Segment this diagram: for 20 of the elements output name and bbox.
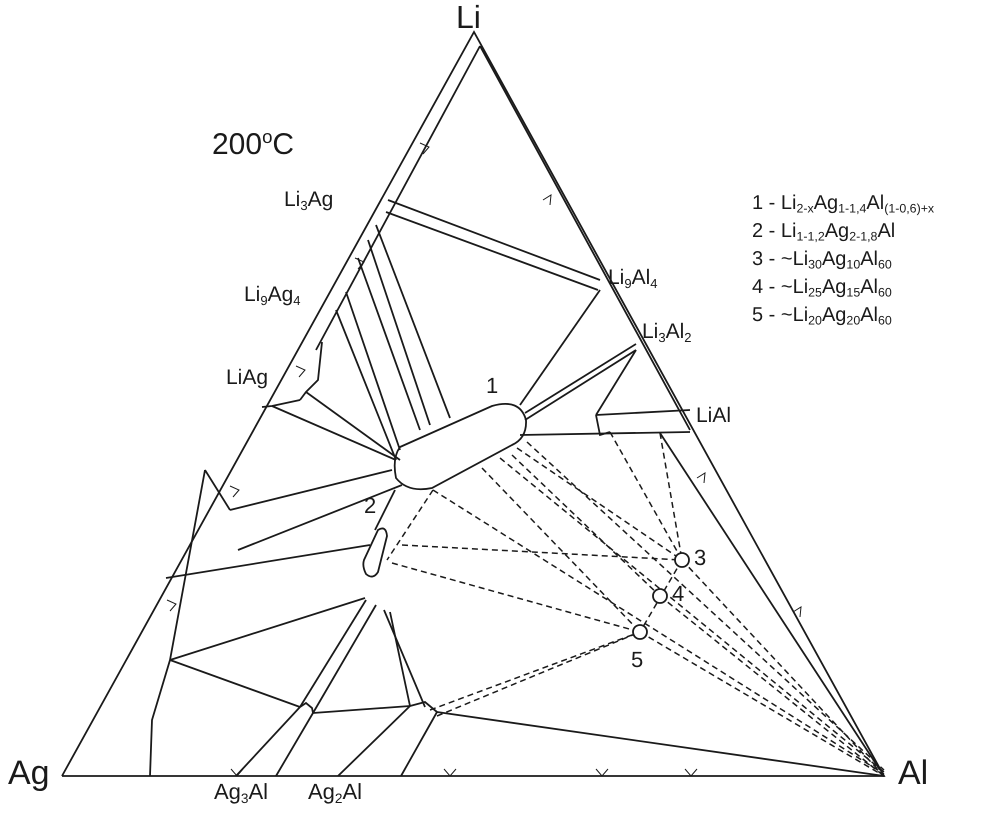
phase-label: Li$_{3}$Al$_{2}$ [642, 320, 692, 344]
phase-label: Al [898, 755, 928, 792]
temperature-label: 200$^{o}$C [212, 128, 294, 161]
phase-label: Ag$_{3}$Al [214, 780, 268, 804]
point-number: 4 [672, 582, 684, 606]
key-entry: 5 - ~Li$_{20}$Ag$_{20}$Al$_{60}$ [752, 304, 892, 326]
phase-label: Ag [8, 755, 50, 792]
phase-label: Ag$_{2}$Al [308, 780, 362, 804]
point-number: 1 [486, 374, 498, 398]
key-entry: 4 - ~Li$_{25}$Ag$_{15}$Al$_{60}$ [752, 276, 892, 298]
key-entry: 1 - Li$_{2-x}$Ag$_{1-1,4}$Al$_{(1-0,6)+x}$ [752, 192, 934, 214]
point-number: 5 [631, 648, 644, 672]
phase-label: Li$_{9}$Ag$_{4}$ [244, 283, 301, 306]
point-number: 3 [694, 546, 706, 570]
phase-label: LiAg [226, 366, 268, 390]
key-entry: 3 - ~Li$_{30}$Ag$_{10}$Al$_{60}$ [752, 248, 892, 270]
phase-label: LiAl [696, 404, 732, 428]
phase-label: Li [456, 0, 481, 36]
phase-label: Li$_{3}$Ag [284, 188, 334, 212]
key-entry: 2 - Li$_{1-1,2}$Ag$_{2-1,8}$Al [752, 220, 896, 242]
